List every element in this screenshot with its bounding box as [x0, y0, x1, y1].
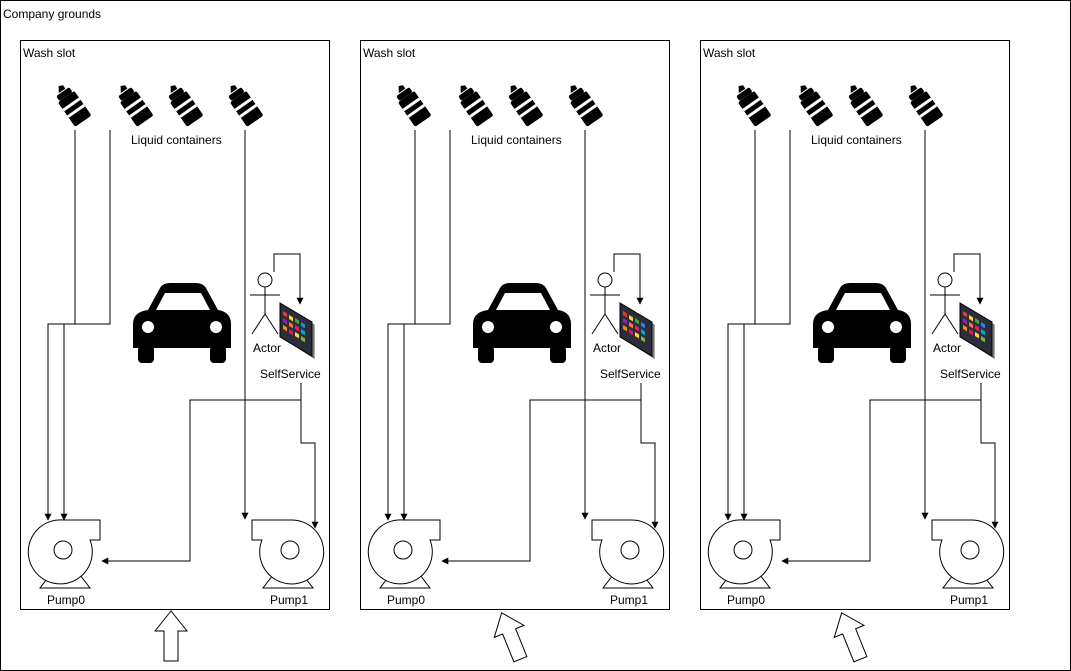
liquid-containers-label: Liquid containers [471, 133, 562, 147]
connector-bottle1-pump0 [724, 130, 756, 521]
connector-actor-selfservice [953, 253, 984, 305]
wash-slot-label: Wash slot [363, 46, 416, 60]
liquid-containers-label: Liquid containers [811, 133, 902, 147]
pump0-icon [27, 519, 101, 589]
spray-bottle-icon [798, 85, 833, 127]
pump0-icon [367, 519, 441, 589]
connector-actor-selfservice [613, 253, 644, 305]
pump1-icon [251, 519, 325, 589]
wash-slot-label: Wash slot [703, 46, 756, 60]
car-icon [133, 283, 231, 363]
actor-icon [590, 272, 620, 335]
self-service-label: SelfService [940, 367, 1001, 381]
car-icon [813, 283, 911, 363]
spray-bottle-icon [508, 85, 543, 127]
spray-bottle-icon [118, 85, 153, 127]
car-icon [473, 283, 571, 363]
spray-bottle-icon [56, 85, 91, 127]
wash-slot: Wash slot [700, 40, 1010, 663]
pump0-icon [707, 519, 781, 589]
connector-selfservice-pump1 [980, 383, 999, 529]
self-service-label: SelfService [260, 367, 321, 381]
wash-slot-frame [20, 40, 330, 610]
wash-slot: Wash slot [360, 40, 670, 663]
pump0-label: Pump0 [47, 593, 85, 607]
connector-actor-selfservice [273, 253, 304, 305]
connector-selfservice-pump0 [101, 399, 301, 565]
actor-icon [930, 272, 960, 335]
spray-bottle-icon [736, 85, 771, 127]
connector-selfservice-pump1 [640, 383, 659, 529]
spray-bottle-icon [568, 85, 603, 127]
company-grounds-label: Company grounds [3, 7, 101, 21]
connector-bottle2-pump0 [400, 130, 451, 521]
connector-bottle1-pump0 [44, 130, 76, 521]
pump1-label: Pump1 [270, 593, 308, 607]
pump0-label: Pump0 [387, 593, 425, 607]
connector-bottle2-pump0 [740, 130, 791, 521]
actor-label: Actor [933, 341, 961, 355]
wash-slot-frame [360, 40, 670, 610]
connector-bottle2-pump0 [60, 130, 111, 521]
spray-bottle-icon [396, 85, 431, 127]
wash-slot-frame [700, 40, 1010, 610]
spray-bottle-icon [848, 85, 883, 127]
spray-bottle-icon [228, 85, 263, 127]
actor-label: Actor [593, 341, 621, 355]
entrance-arrow-icon [833, 612, 868, 663]
pump1-icon [591, 519, 665, 589]
connector-lines [384, 130, 659, 565]
pump0-label: Pump0 [727, 593, 765, 607]
wash-slots: Wash slot [20, 40, 1010, 663]
actor-label: Actor [253, 341, 281, 355]
connector-bottle1-pump0 [384, 130, 416, 521]
self-service-terminal-icon [279, 302, 315, 359]
liquid-containers-label: Liquid containers [131, 133, 222, 147]
self-service-terminal-icon [619, 302, 655, 359]
spray-bottle-icon [168, 85, 203, 127]
connector-selfservice-pump0 [441, 399, 641, 565]
actor-icon [250, 272, 280, 335]
connector-selfservice-pump1 [300, 383, 319, 529]
pump1-icon [931, 519, 1005, 589]
spray-bottle-icon [458, 85, 493, 127]
pump1-label: Pump1 [610, 593, 648, 607]
connector-lines [724, 130, 999, 565]
wash-slot: Wash slot [20, 40, 330, 662]
entrance-arrow-icon [493, 612, 528, 663]
connector-selfservice-pump0 [781, 399, 981, 565]
self-service-label: SelfService [600, 367, 661, 381]
wash-slot-label: Wash slot [23, 46, 76, 60]
connector-lines [44, 130, 319, 565]
spray-bottle-icon [908, 85, 943, 127]
pump1-label: Pump1 [950, 593, 988, 607]
self-service-terminal-icon [959, 302, 995, 359]
entrance-arrow-icon [153, 610, 189, 662]
